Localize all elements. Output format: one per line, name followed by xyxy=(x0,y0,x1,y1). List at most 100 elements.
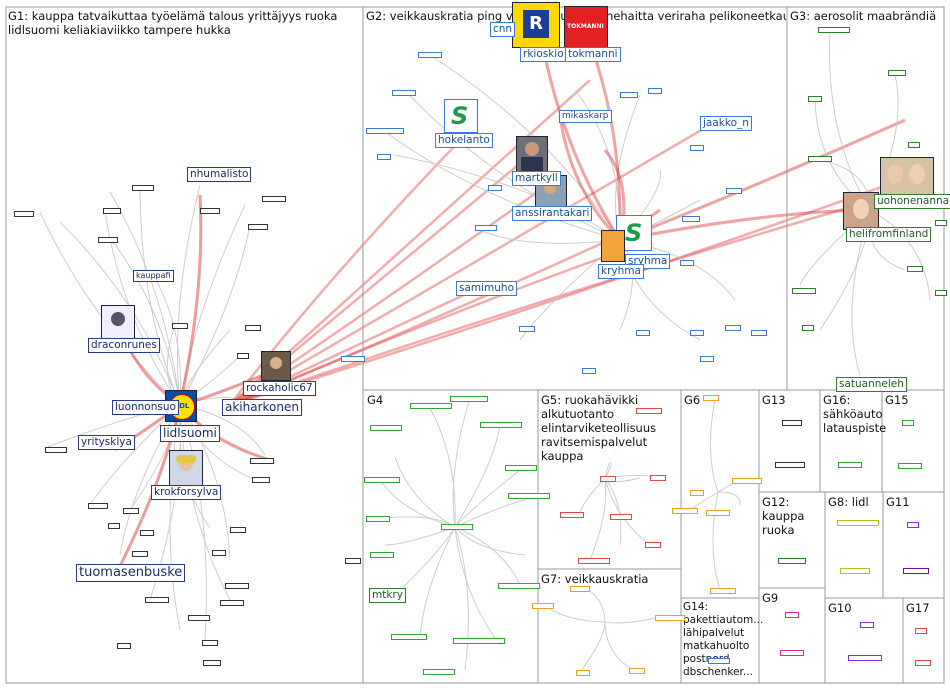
graph-node[interactable] xyxy=(103,208,121,214)
node-label-tokmanni[interactable]: tokmanni xyxy=(565,47,621,62)
graph-node[interactable] xyxy=(140,530,154,536)
graph-node[interactable] xyxy=(172,323,188,329)
graph-node[interactable] xyxy=(441,524,473,530)
node-label-krokforsylva[interactable]: krokforsylva xyxy=(151,485,222,500)
graph-node[interactable] xyxy=(212,550,226,556)
graph-node[interactable] xyxy=(908,142,920,148)
node-label-samimuho[interactable]: samimuho xyxy=(456,281,518,296)
graph-node[interactable] xyxy=(418,52,442,58)
node-label-satuanneleh[interactable]: satuanneleh xyxy=(836,377,907,392)
graph-node[interactable] xyxy=(840,568,870,574)
user-avatar-icon[interactable] xyxy=(516,136,548,172)
graph-node[interactable] xyxy=(680,260,694,266)
graph-node[interactable] xyxy=(808,96,822,102)
graph-node[interactable] xyxy=(780,650,804,656)
graph-node[interactable] xyxy=(188,615,210,621)
graph-node[interactable] xyxy=(252,477,270,483)
graph-node[interactable] xyxy=(370,552,394,558)
graph-node[interactable] xyxy=(203,660,221,666)
node-label-mikaskarp[interactable]: mikaskarp xyxy=(559,110,612,123)
graph-node[interactable] xyxy=(423,669,455,675)
graph-node[interactable] xyxy=(903,568,929,574)
graph-node[interactable] xyxy=(345,558,361,564)
graph-node[interactable] xyxy=(225,583,249,589)
graph-node[interactable] xyxy=(710,588,736,594)
graph-node[interactable] xyxy=(117,643,131,649)
graph-node[interactable] xyxy=(391,634,427,640)
graph-node[interactable] xyxy=(935,220,947,226)
graph-node[interactable] xyxy=(726,188,742,194)
graph-node[interactable] xyxy=(582,368,596,374)
graph-node[interactable] xyxy=(907,266,923,272)
graph-node[interactable] xyxy=(808,156,832,162)
graph-node[interactable] xyxy=(570,586,590,592)
node-label-rkioskio[interactable]: rkioskio xyxy=(520,47,567,62)
graph-node[interactable] xyxy=(202,640,218,646)
node-label-helifromfinland[interactable]: helifromfinland xyxy=(846,227,932,242)
node-label-nhumalisto[interactable]: nhumalisto xyxy=(187,167,252,182)
user-avatar-icon[interactable] xyxy=(880,157,934,197)
node-label-cnn[interactable]: cnn xyxy=(490,22,516,37)
graph-node[interactable] xyxy=(220,600,244,606)
node-label-luonnonsuo[interactable]: luonnonsuo xyxy=(112,400,179,415)
graph-node[interactable] xyxy=(610,514,632,520)
graph-node[interactable] xyxy=(682,216,700,222)
user-avatar-icon[interactable] xyxy=(843,192,879,230)
graph-node[interactable] xyxy=(818,27,850,33)
graph-node[interactable] xyxy=(915,628,927,634)
user-avatar-icon[interactable] xyxy=(169,450,203,486)
graph-node[interactable] xyxy=(600,476,616,482)
graph-node[interactable] xyxy=(366,128,404,134)
graph-node[interactable] xyxy=(636,330,650,336)
graph-node[interactable] xyxy=(751,330,767,336)
node-label-hokelanto[interactable]: hokelanto xyxy=(435,133,493,148)
node-label-martkyl[interactable]: martkyll xyxy=(512,171,561,186)
graph-node[interactable] xyxy=(902,420,914,426)
node-label-jaakko-n[interactable]: jaakko_n xyxy=(700,116,752,131)
graph-node[interactable] xyxy=(45,447,67,453)
user-avatar-icon[interactable] xyxy=(261,351,291,381)
graph-node[interactable] xyxy=(262,196,286,202)
graph-node[interactable] xyxy=(508,493,550,499)
node-label-lidlsuomi[interactable]: lidlsuomi xyxy=(160,425,220,442)
k-group-logo-icon[interactable] xyxy=(601,230,625,262)
graph-node[interactable] xyxy=(475,225,497,231)
graph-node[interactable] xyxy=(498,583,540,589)
graph-node[interactable] xyxy=(837,520,879,526)
node-label-kryhma[interactable]: kryhma xyxy=(598,264,644,279)
node-label-uohonenanna[interactable]: uohonenanna xyxy=(874,194,950,209)
graph-node[interactable] xyxy=(532,603,554,609)
graph-node[interactable] xyxy=(578,558,610,564)
r-kioski-logo-icon[interactable]: R xyxy=(512,2,560,48)
graph-node[interactable] xyxy=(370,425,402,431)
s-group-logo-icon[interactable]: S xyxy=(444,99,478,133)
graph-node[interactable] xyxy=(410,403,452,409)
graph-node[interactable] xyxy=(690,330,704,336)
tokmanni-logo-icon[interactable]: TOKMANNI xyxy=(564,6,608,48)
node-label-mtkry[interactable]: mtkry xyxy=(369,588,406,603)
node-label-tuomasenbuske[interactable]: tuomasenbuske xyxy=(76,564,186,582)
graph-node[interactable] xyxy=(915,660,931,666)
graph-node[interactable] xyxy=(453,638,505,644)
graph-node[interactable] xyxy=(690,490,704,496)
node-label-yritysklya[interactable]: yritysklya xyxy=(78,435,135,450)
graph-node[interactable] xyxy=(132,185,154,191)
graph-node[interactable] xyxy=(488,185,502,191)
graph-node[interactable] xyxy=(620,92,638,98)
graph-node[interactable] xyxy=(248,224,268,230)
graph-node[interactable] xyxy=(700,356,714,362)
graph-node[interactable] xyxy=(364,477,400,483)
graph-node[interactable] xyxy=(88,503,108,509)
graph-node[interactable] xyxy=(838,462,862,468)
graph-node[interactable] xyxy=(132,551,148,557)
node-label-draconrunes[interactable]: draconrunes xyxy=(88,338,160,353)
graph-node[interactable] xyxy=(782,420,802,426)
graph-node[interactable] xyxy=(708,658,730,664)
graph-node[interactable] xyxy=(392,90,416,96)
graph-node[interactable] xyxy=(450,396,488,402)
graph-node[interactable] xyxy=(645,542,661,548)
graph-node[interactable] xyxy=(848,655,882,661)
graph-node[interactable] xyxy=(245,325,261,331)
graph-node[interactable] xyxy=(775,462,805,468)
graph-node[interactable] xyxy=(108,523,120,529)
